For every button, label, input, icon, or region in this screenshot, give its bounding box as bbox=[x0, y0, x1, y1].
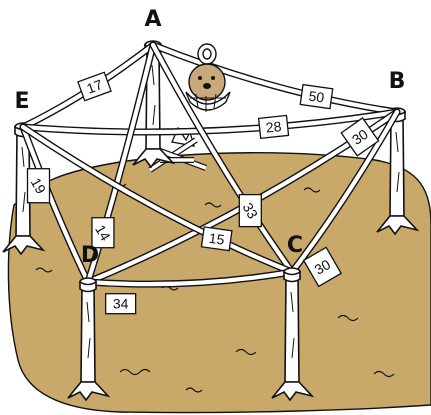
rope-A-D bbox=[84, 41, 157, 286]
weight-tag-A-B: 50 bbox=[299, 83, 334, 110]
rope-D-C bbox=[84, 268, 296, 288]
weight-tag-E-D: 19 bbox=[26, 168, 51, 204]
weight-label: 19 bbox=[28, 175, 50, 197]
rope-E-B bbox=[19, 108, 401, 136]
weight-label: 34 bbox=[113, 296, 129, 312]
vertex-label-A: A bbox=[144, 7, 161, 32]
weight-tag-A-E: 17 bbox=[77, 71, 112, 102]
vertex-label-B: B bbox=[389, 69, 406, 94]
post-B bbox=[376, 107, 420, 236]
vertex-label-E: E bbox=[14, 89, 29, 114]
weight-tag-B-D: 30 bbox=[340, 117, 380, 157]
beaver-basket-icon bbox=[185, 43, 231, 112]
weight-tag-A-C: 33 bbox=[238, 193, 262, 228]
rope-E-D bbox=[19, 123, 92, 286]
weight-label: 33 bbox=[239, 200, 261, 222]
weight-tag-B-C: 30 bbox=[302, 246, 343, 288]
weight-label: 15 bbox=[208, 230, 226, 248]
grass-marks bbox=[35, 181, 395, 393]
rope-B-C bbox=[288, 108, 401, 276]
weight-tag-A-D: 14 bbox=[91, 217, 115, 249]
rope-A-B bbox=[149, 41, 401, 116]
rope-A-C bbox=[149, 41, 296, 276]
rope-E-C bbox=[19, 123, 296, 276]
weight-tag-E-B: 28 bbox=[257, 114, 290, 140]
weight-tag-E-C: 15 bbox=[200, 226, 233, 252]
weight-label: 14 bbox=[92, 222, 114, 244]
weight-tag-D-C: 34 bbox=[104, 293, 137, 315]
post-D bbox=[67, 277, 111, 402]
post-C bbox=[271, 267, 315, 402]
weight-label: 17 bbox=[84, 76, 104, 96]
weight-label: 28 bbox=[265, 118, 282, 136]
vertex-label-D: D bbox=[81, 243, 99, 268]
vertex-label-C: C bbox=[287, 233, 303, 258]
weight-label: 50 bbox=[308, 88, 326, 106]
weight-label: 30 bbox=[312, 256, 334, 278]
